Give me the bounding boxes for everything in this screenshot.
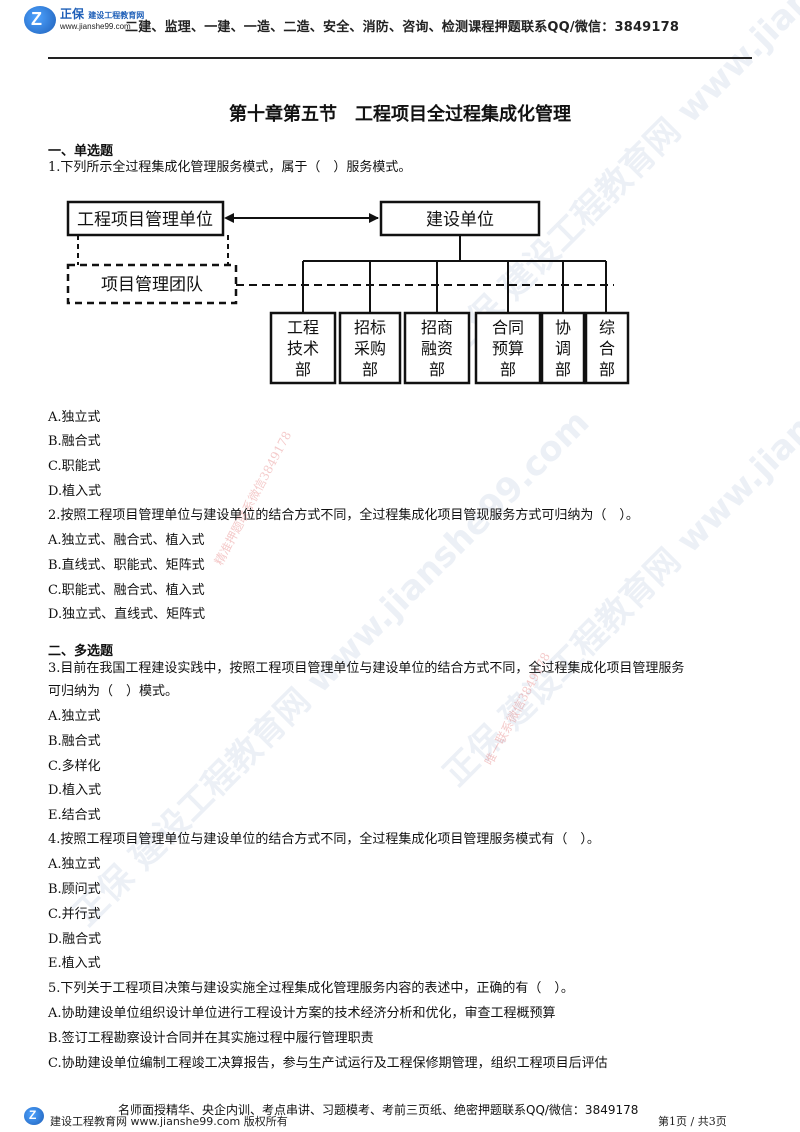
page-number: 第1页 / 共3页 bbox=[658, 1115, 727, 1128]
question-2-stem: 2.按照工程项目管理单位与建设单位的结合方式不同，全过程集成化项目管现服务方式可… bbox=[48, 508, 639, 523]
dept-box bbox=[584, 311, 630, 385]
watermark-red: 精准押题联系微信3849178 bbox=[211, 428, 295, 568]
dept-box bbox=[338, 311, 402, 385]
footer-logo-icon: Z bbox=[24, 1107, 44, 1125]
footer-promo: 名师面授精华、央企内训、考点串讲、习题模考、考前三页纸、绝密押题联系QQ/微信：… bbox=[118, 1103, 639, 1117]
q3-option-a: A.独立式 bbox=[48, 709, 101, 724]
q3-option-b: B.融合式 bbox=[48, 734, 101, 749]
q2-option-c: C.职能式、融合式、植入式 bbox=[48, 583, 205, 598]
dept-label: 招标 bbox=[354, 318, 386, 337]
box-owner bbox=[379, 200, 541, 237]
q5-option-b: B.签订工程勘察设计合同并在其实施过程中履行管理职责 bbox=[48, 1031, 374, 1046]
dept-label: 综 bbox=[599, 318, 615, 337]
header-divider bbox=[48, 57, 752, 59]
logo: Z 正保 建设工程教育网 www.jianshe99.com bbox=[24, 4, 164, 36]
dept-label: 采购 bbox=[354, 339, 386, 358]
org-diagram: 工程项目管理单位 建设单位 项目管理团队 工程技术部 招标采购部 招商融资部 合同预算… bbox=[48, 193, 638, 393]
q4-option-b: B.顾问式 bbox=[48, 882, 101, 897]
section-heading-single: 一、单选题 bbox=[48, 144, 114, 159]
q1-option-b: B.融合式 bbox=[48, 434, 101, 449]
dept-label: 招商 bbox=[421, 318, 453, 337]
label-pm-team: 项目管理团队 bbox=[101, 275, 203, 295]
q3-option-c: C.多样化 bbox=[48, 759, 101, 774]
logo-subtitle: 建设工程教育网 bbox=[88, 11, 145, 20]
question-4-stem: 4.按照工程项目管理单位与建设单位的结合方式不同，全过程集成化项目管理服务模式有… bbox=[48, 832, 600, 847]
logo-brand: 正保 bbox=[60, 7, 85, 21]
logo-icon bbox=[24, 6, 56, 34]
dept-label: 工程 bbox=[287, 318, 319, 337]
q3-option-d: D.植入式 bbox=[48, 783, 102, 798]
dept-box bbox=[540, 311, 586, 385]
dept-label: 调 bbox=[555, 339, 571, 358]
section-heading-multi: 二、多选题 bbox=[48, 644, 114, 659]
dept-label: 部 bbox=[555, 360, 571, 379]
dept-label: 协 bbox=[555, 318, 571, 337]
label-owner: 建设单位 bbox=[426, 210, 494, 230]
question-3-stem-line1: 3.目前在我国工程建设实践中，按照工程项目管理单位与建设单位的结合方式不同，全过… bbox=[48, 661, 685, 676]
page-title: 第十章第五节 工程项目全过程集成化管理 bbox=[229, 104, 571, 125]
dept-label: 合 bbox=[599, 339, 615, 358]
header-promo: 二建、监理、一建、一造、二造、安全、消防、咨询、检测课程押题联系QQ/微信：38… bbox=[125, 20, 680, 35]
dept-label: 融资 bbox=[421, 339, 453, 358]
dept-box bbox=[474, 311, 542, 385]
dept-label: 预算 bbox=[492, 339, 524, 358]
q2-option-b: B.直线式、职能式、矩阵式 bbox=[48, 558, 205, 573]
dept-label: 部 bbox=[500, 360, 516, 379]
dept-box bbox=[269, 311, 337, 385]
dept-label: 技术 bbox=[287, 339, 319, 358]
q4-option-c: C.并行式 bbox=[48, 907, 101, 922]
dept-label: 部 bbox=[362, 360, 378, 379]
question-1-stem: 1.下列所示全过程集成化管理服务模式，属于（ ）服务模式。 bbox=[48, 160, 412, 175]
label-pm-unit: 工程项目管理单位 bbox=[77, 210, 213, 230]
q4-option-d: D.融合式 bbox=[48, 932, 102, 947]
footer-copyright: 建设工程教育网 www.jianshe99.com 版权所有 bbox=[50, 1115, 288, 1128]
dept-box bbox=[403, 311, 471, 385]
q4-option-e: E.植入式 bbox=[48, 956, 101, 971]
q1-option-c: C.职能式 bbox=[48, 459, 101, 474]
box-pm-unit bbox=[66, 200, 225, 237]
question-5-stem: 5.下列关于工程项目决策与建设实施全过程集成化管理服务内容的表述中，正确的有（ … bbox=[48, 981, 574, 996]
dept-label: 合同 bbox=[492, 318, 524, 337]
q4-option-a: A.独立式 bbox=[48, 857, 101, 872]
q2-option-a: A.独立式、融合式、植入式 bbox=[48, 533, 205, 548]
q1-option-a: A.独立式 bbox=[48, 410, 101, 425]
q5-option-c: C.协助建设单位编制工程竣工决算报告，参与生产试运行及工程保修期管理，组织工程项… bbox=[48, 1056, 608, 1071]
dept-label: 部 bbox=[429, 360, 445, 379]
q3-option-e: E.结合式 bbox=[48, 808, 101, 823]
q5-option-a: A.协助建设单位组织设计单位进行工程设计方案的技术经济分析和优化，审查工程概预算 bbox=[48, 1006, 556, 1021]
q2-option-d: D.独立式、直线式、矩阵式 bbox=[48, 607, 206, 622]
dept-label: 部 bbox=[599, 360, 615, 379]
question-3-stem-line2: 可归纳为（ ）模式。 bbox=[48, 684, 179, 699]
dept-label: 部 bbox=[295, 360, 311, 379]
logo-url: www.jianshe99.com bbox=[60, 22, 131, 31]
q1-option-d: D.植入式 bbox=[48, 484, 102, 499]
